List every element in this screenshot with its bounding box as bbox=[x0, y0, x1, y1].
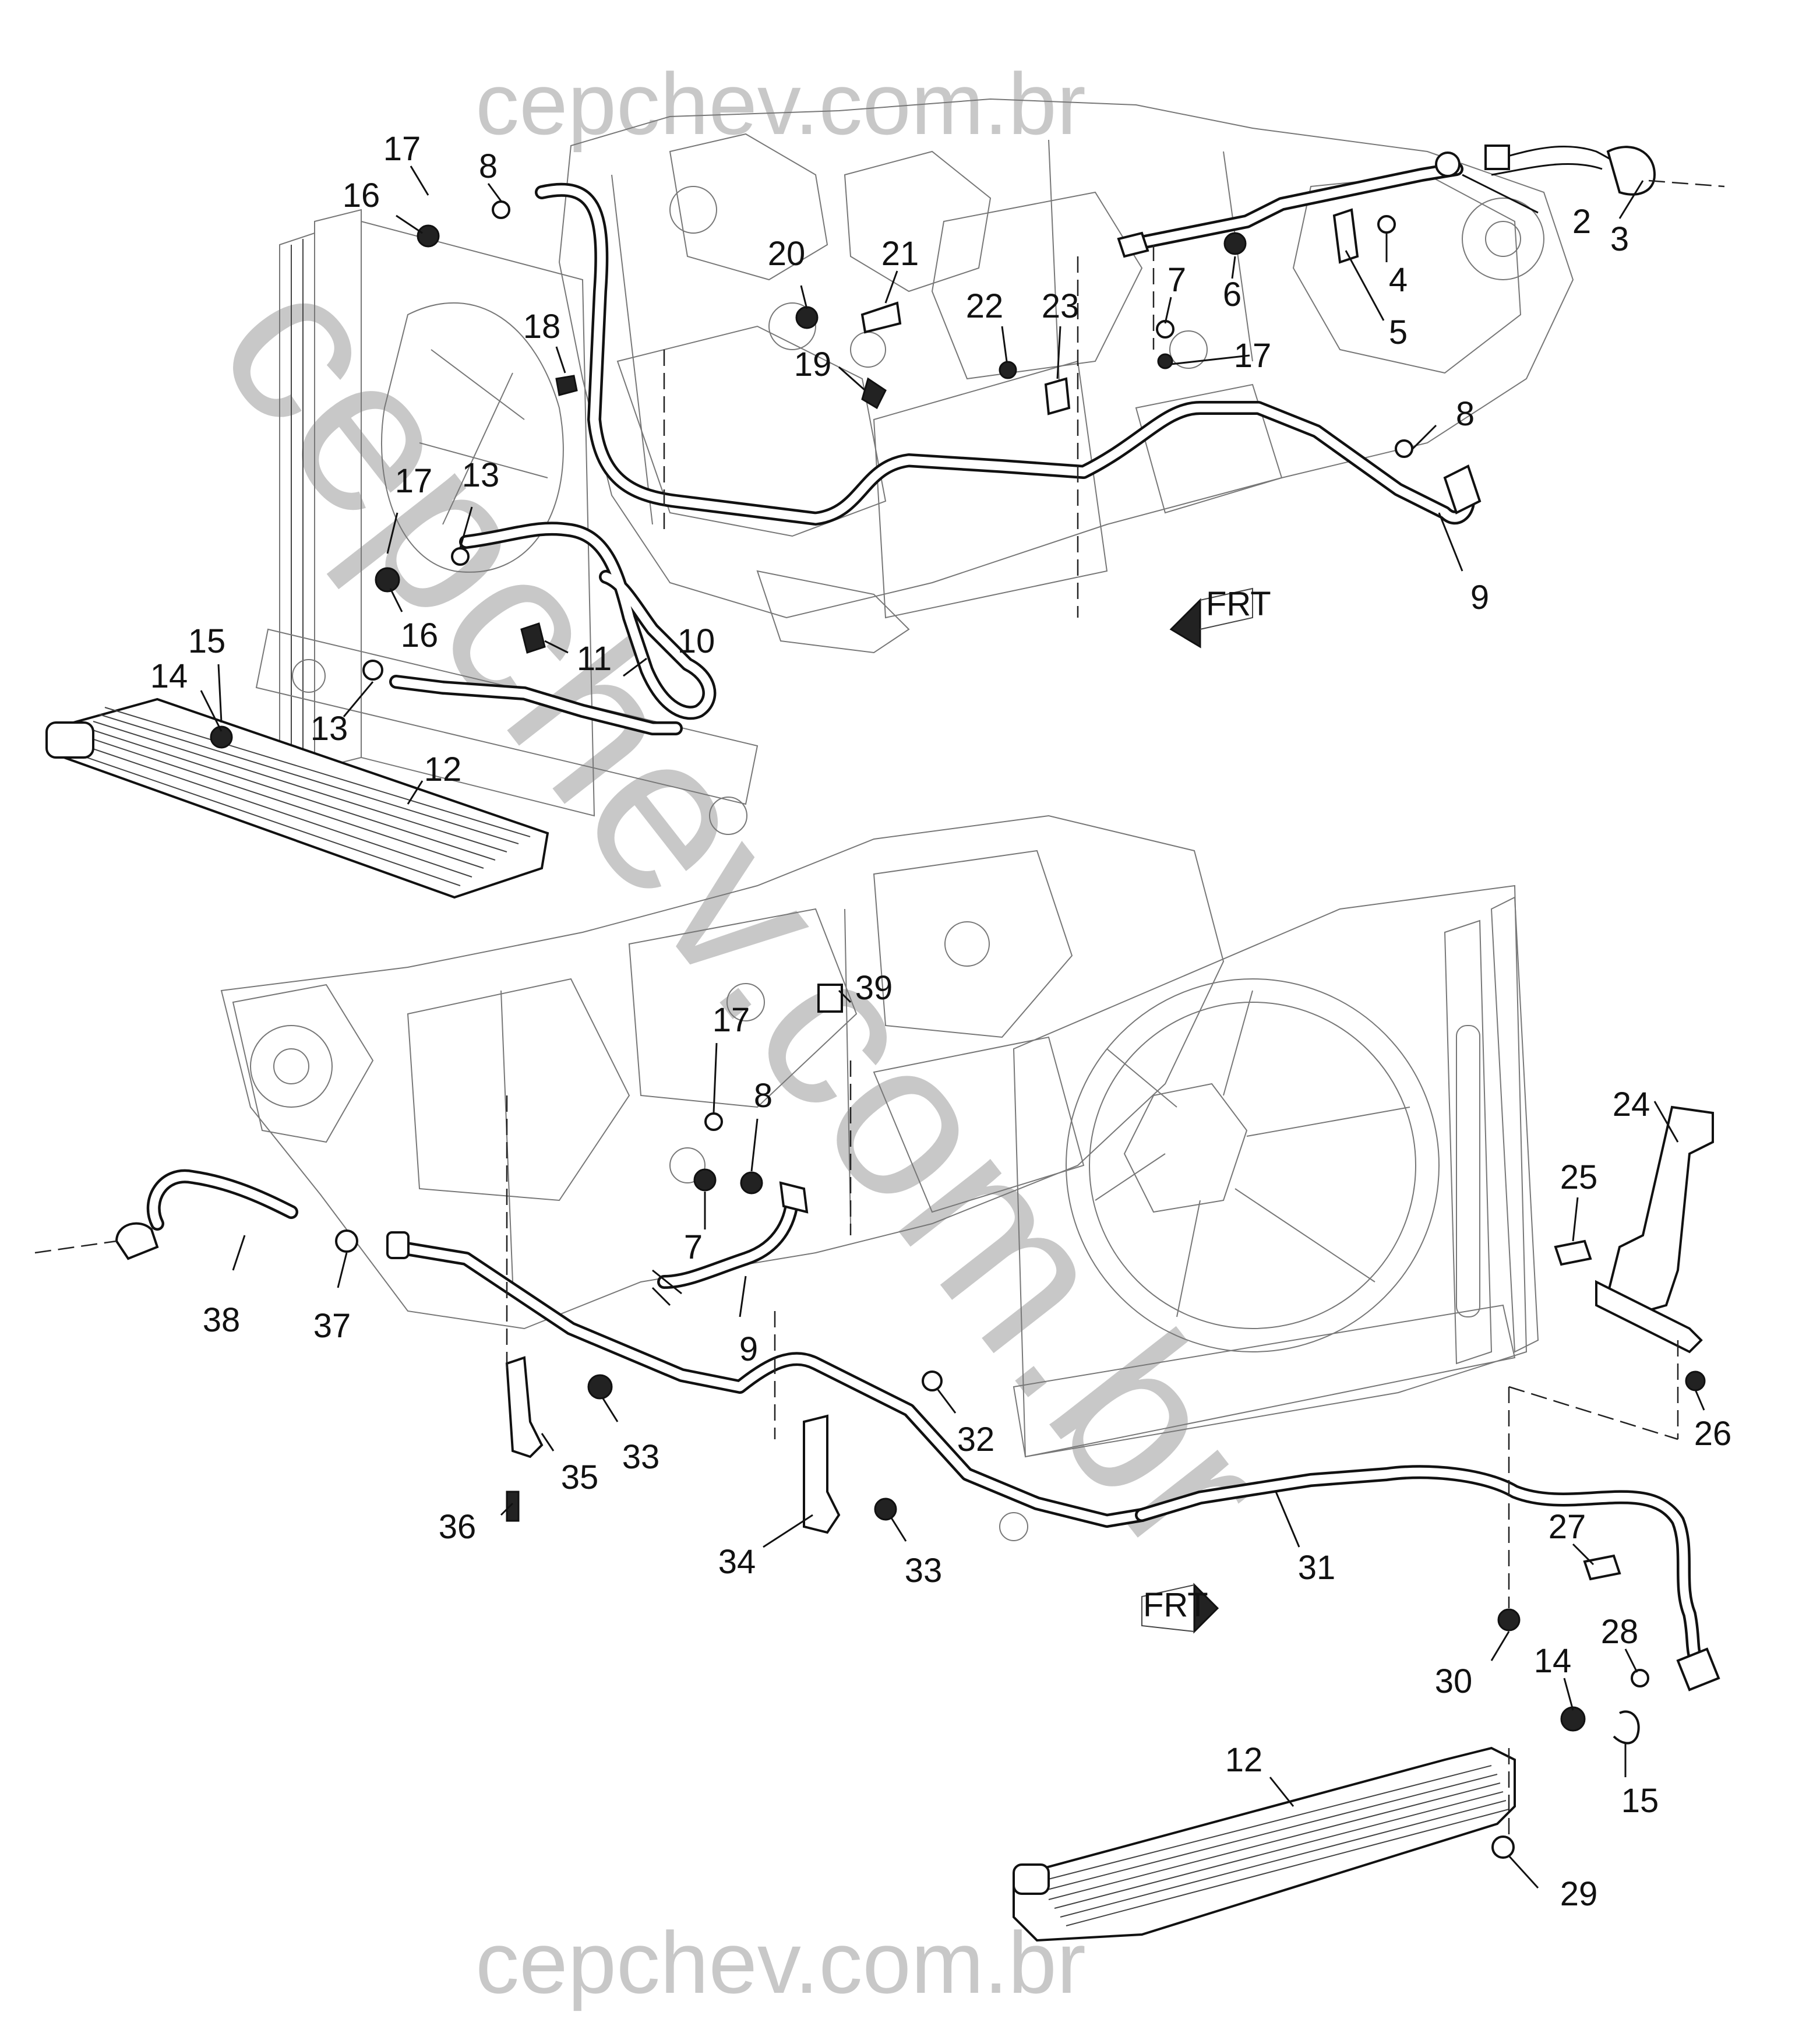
callout-9b: 9 bbox=[739, 1330, 758, 1368]
callout-16b: 16 bbox=[401, 616, 439, 654]
upper-engine-block bbox=[558, 98, 1574, 654]
callout-23: 23 bbox=[1042, 287, 1080, 325]
callout-17b: 17 bbox=[1234, 337, 1272, 375]
callout-18: 18 bbox=[523, 308, 561, 346]
callout-30: 30 bbox=[1435, 1662, 1473, 1700]
callout-10: 10 bbox=[678, 622, 715, 660]
lower-small-parts bbox=[335, 984, 1720, 1859]
callout-33: 33 bbox=[622, 1438, 660, 1476]
upper-small-parts bbox=[210, 145, 1656, 749]
callout-8c: 8 bbox=[754, 1077, 773, 1115]
callout-38: 38 bbox=[203, 1301, 241, 1339]
callout-17c: 17 bbox=[395, 462, 433, 500]
callout-17: 17 bbox=[383, 130, 421, 168]
callout-17d: 17 bbox=[713, 1001, 750, 1039]
callout-5: 5 bbox=[1389, 313, 1408, 351]
callout-7: 7 bbox=[1168, 261, 1186, 299]
callout-26: 26 bbox=[1694, 1415, 1732, 1453]
lower-dashed-lines bbox=[34, 1060, 1679, 1835]
callout-3: 3 bbox=[1610, 220, 1629, 258]
callout-6: 6 bbox=[1223, 276, 1241, 313]
callout-19: 19 bbox=[794, 346, 832, 383]
front-indicator-lower-label: FRT bbox=[1143, 1586, 1208, 1624]
callout-15: 15 bbox=[188, 622, 226, 660]
callout-8: 8 bbox=[479, 147, 498, 185]
callout-12: 12 bbox=[424, 751, 462, 788]
callout-20: 20 bbox=[768, 235, 806, 273]
upper-dashed-lines bbox=[663, 179, 1725, 618]
callout-4: 4 bbox=[1389, 261, 1408, 299]
callout-32: 32 bbox=[957, 1421, 995, 1458]
watermark-top: cepchev.com.br bbox=[475, 55, 1086, 153]
front-indicator-lower: FRT bbox=[1141, 1583, 1219, 1634]
lower-engine-block bbox=[220, 815, 1225, 1330]
callout-22: 22 bbox=[966, 287, 1004, 325]
callout-34: 34 bbox=[718, 1543, 756, 1581]
callout-21: 21 bbox=[881, 235, 919, 273]
lower-transmission-fluid-pipes bbox=[115, 1169, 1708, 1673]
front-indicator-upper-label: FRT bbox=[1206, 585, 1271, 623]
lower-oil-cooler bbox=[1013, 1746, 1516, 1942]
front-indicator-upper: FRT bbox=[1169, 585, 1271, 649]
callout-8b: 8 bbox=[1456, 395, 1475, 433]
callout-31: 31 bbox=[1298, 1549, 1336, 1587]
callout-28: 28 bbox=[1601, 1613, 1639, 1651]
callout-39: 39 bbox=[855, 969, 893, 1007]
callout-27: 27 bbox=[1549, 1508, 1586, 1546]
callouts-upper: 17 8 16 20 21 7 6 4 2 3 22 23 5 17 18 19… bbox=[150, 130, 1629, 788]
callout-16: 16 bbox=[343, 177, 380, 214]
callout-33b: 33 bbox=[905, 1552, 943, 1590]
callout-35: 35 bbox=[561, 1458, 599, 1496]
upper-oil-cooler bbox=[45, 697, 549, 899]
lower-brackets bbox=[505, 1105, 1714, 1534]
callout-29: 29 bbox=[1560, 1875, 1598, 1913]
callout-7b: 7 bbox=[684, 1228, 703, 1266]
callout-37: 37 bbox=[313, 1307, 351, 1345]
lower-radiator-fan-assembly bbox=[999, 885, 1539, 1541]
callout-14b: 14 bbox=[1534, 1642, 1572, 1680]
callout-11: 11 bbox=[577, 640, 612, 678]
callout-13: 13 bbox=[462, 456, 500, 494]
callout-12b: 12 bbox=[1225, 1741, 1263, 1779]
callout-24: 24 bbox=[1613, 1086, 1650, 1123]
callout-2: 2 bbox=[1572, 203, 1591, 241]
callout-36: 36 bbox=[439, 1508, 477, 1546]
callout-13b: 13 bbox=[311, 710, 348, 748]
callout-9: 9 bbox=[1470, 579, 1489, 616]
callout-14: 14 bbox=[150, 657, 188, 695]
callouts-lower: 39 17 8 24 25 7 38 37 9 26 33 32 35 36 3… bbox=[203, 969, 1732, 1913]
watermark-bottom: cepchev.com.br bbox=[475, 1914, 1086, 2011]
leader-lines bbox=[200, 165, 1705, 1889]
callout-15b: 15 bbox=[1621, 1782, 1659, 1820]
callout-25: 25 bbox=[1560, 1158, 1598, 1196]
